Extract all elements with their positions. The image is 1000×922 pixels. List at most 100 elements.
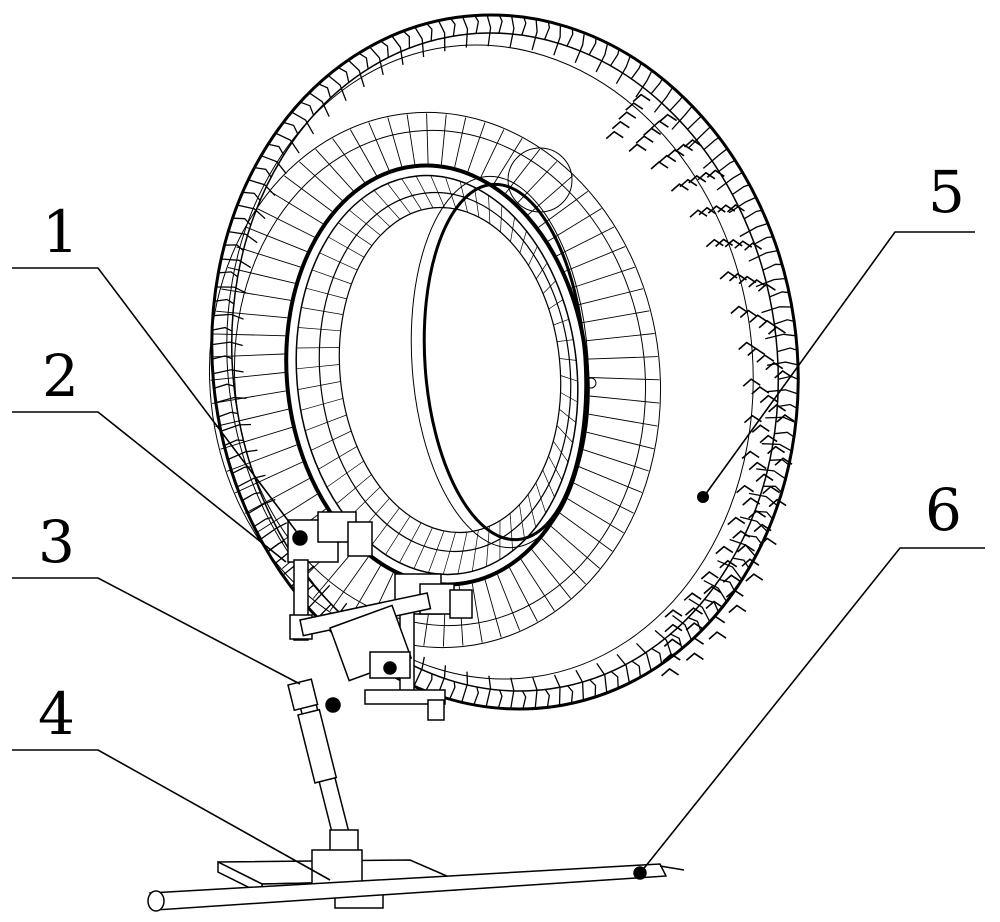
upper-bracket-pivot [292,530,308,546]
sidewall-rib [255,493,318,534]
sidewall-rib [329,556,369,612]
tread-lug [738,341,757,351]
tread-lug [666,148,685,158]
tread-block [486,14,492,47]
bead-rib [296,347,340,349]
bead-rib [361,198,391,227]
tread-lug [741,558,760,567]
tread-block [609,49,620,67]
tread-lug [689,209,708,218]
tread-lug [739,309,758,319]
tread-block [719,578,736,592]
sidewall-rib [573,482,634,514]
tread-lug [679,178,698,188]
sidewall-rib [440,114,447,165]
tread-block [213,383,235,389]
lower-bracket-sensor [449,589,473,619]
tread-block [732,557,750,569]
tread-block [716,171,743,191]
tread-block [224,244,244,252]
tread-lug [659,113,678,123]
tread-lug [762,485,781,495]
bead-rib [556,425,573,443]
strut-cylinder [297,708,338,784]
tread-block [473,686,479,706]
sidewall-rib [235,461,303,494]
tread-lug [747,347,766,357]
tread-block [687,126,711,149]
tread-block [299,101,315,116]
tread-block [369,46,384,76]
tread-block [223,439,244,447]
tread-block [215,286,247,294]
tread-block [630,62,642,80]
bead-rib [488,195,491,224]
bead-rib [296,364,340,370]
side-rail-end [427,699,445,721]
bead-rib [535,262,548,280]
tread-lug [670,183,689,192]
tread-lug [749,314,768,323]
tread-block [754,510,774,520]
sidewall-rib [368,122,390,171]
sidewall-rib [257,208,315,238]
tread-block [215,396,247,404]
tread-lug [719,559,738,569]
sidewall-rib [480,129,505,178]
tread-lug [732,530,751,539]
tread-block [317,603,332,619]
bead-rib [305,287,347,300]
tread-block [588,37,597,56]
bead-rib [442,532,456,575]
tread-block [765,333,796,340]
bead-rib [311,269,352,285]
tread-block [521,690,527,710]
bead-rib [471,529,479,572]
tread-block [425,673,433,692]
tread-lug [744,242,763,251]
tread-lug [685,622,704,631]
tread-block [485,675,492,707]
tread-lug [748,278,767,288]
tread-block [402,30,411,49]
guide-rod-tip [659,865,685,871]
tread-lug [706,169,725,179]
tire-inner-opening-edge [410,175,590,549]
tread-lug [618,111,637,120]
tread-block [669,96,684,112]
tread-lug [736,543,755,553]
tread-block [267,143,285,156]
sidewall-rib [406,114,416,165]
sidewall-rib [541,538,586,585]
tread-lug [707,205,726,214]
bead-rib [413,527,433,569]
tread-block [650,78,664,95]
tread-block [318,83,332,99]
tread-lug [698,206,717,216]
tread-block [702,148,728,169]
tread-block [228,230,258,244]
tread-blocks [211,14,799,710]
leader-2 [12,411,287,563]
sidewall-rib [332,138,365,183]
tread-lug [751,385,770,395]
tread-block [544,689,550,708]
strut-joint [287,678,319,712]
bead-rib [385,515,411,555]
tread-block [635,70,653,98]
tread-block [214,298,235,305]
bead-rib [553,440,569,463]
sidewall-rib [581,310,650,324]
bead-rib [349,209,381,236]
tread-lug [728,272,747,282]
tread-block [687,115,702,130]
inspection-circle [507,147,573,213]
bead-rib [430,175,445,208]
bead-rib [548,455,563,481]
bead-rib [542,469,555,498]
tread-block [497,689,503,709]
sidewall-rib [244,478,310,514]
sidewall-rib [531,549,571,599]
tread-lug [628,143,647,153]
